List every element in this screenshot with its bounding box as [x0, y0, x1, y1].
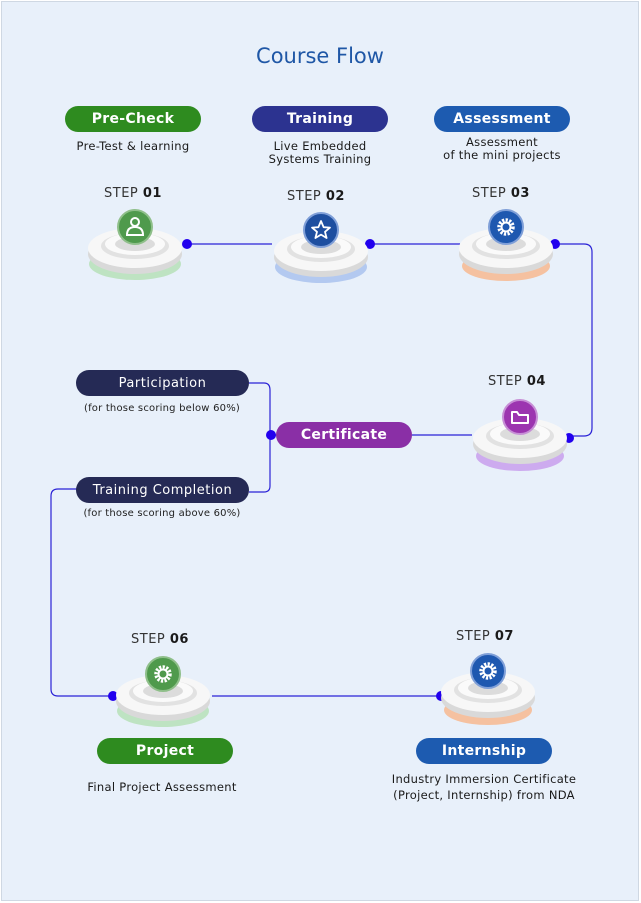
pill-training: Training — [252, 106, 388, 132]
star-icon — [303, 212, 339, 248]
internship-description-line-2: (Project, Internship) from NDA — [393, 788, 575, 802]
pill-participation: Participation — [76, 370, 249, 396]
user-icon — [117, 209, 153, 245]
connector-3-4 — [555, 243, 593, 437]
pre-check-description: Pre-Test & learning — [76, 139, 190, 153]
project-description: Final Project Assessment — [87, 780, 237, 794]
pill-pre-check: Pre-Check — [65, 106, 201, 132]
step-03-label: STEP 03 — [472, 186, 530, 201]
gear-icon — [488, 209, 524, 245]
step-06-label: STEP 06 — [131, 632, 189, 647]
internship-description-line-1: Industry Immersion Certificate — [391, 772, 577, 786]
step-07-disc — [441, 653, 535, 725]
training-description-line-1: Live Embedded — [273, 139, 367, 153]
step-01-disc — [88, 209, 182, 280]
connector-dot — [182, 239, 192, 249]
step-04-disc — [473, 399, 567, 471]
step-02-label: STEP 02 — [287, 189, 345, 204]
pill-internship: Internship — [416, 738, 552, 764]
gear-icon — [470, 653, 506, 689]
participation-note: (for those scoring below 60%) — [83, 403, 240, 414]
connector-dot — [266, 430, 276, 440]
step-07-label: STEP 07 — [456, 629, 514, 644]
step-01-label: STEP 01 — [104, 186, 162, 201]
page-title: Course Flow — [256, 44, 384, 68]
pill-assessment: Assessment — [434, 106, 570, 132]
assessment-description-line-1: Assessment — [466, 135, 538, 149]
connector-dot — [365, 239, 375, 249]
step-02-disc — [274, 212, 368, 283]
training-completion-note: (for those scoring above 60%) — [83, 508, 241, 519]
pill-certificate: Certificate — [276, 422, 412, 448]
pill-training-completion: Training Completion — [76, 477, 249, 503]
step-06-disc — [116, 656, 210, 727]
connector-completion-6 — [50, 488, 112, 697]
folder-icon — [502, 399, 538, 435]
training-description-line-2: Systems Training — [268, 152, 372, 166]
assessment-description-line-2: of the mini projects — [443, 148, 561, 162]
step-04-label: STEP 04 — [488, 374, 546, 389]
pill-project: Project — [97, 738, 233, 764]
step-03-disc — [459, 209, 553, 281]
gear-icon — [145, 656, 181, 692]
connector-dot — [108, 691, 118, 701]
